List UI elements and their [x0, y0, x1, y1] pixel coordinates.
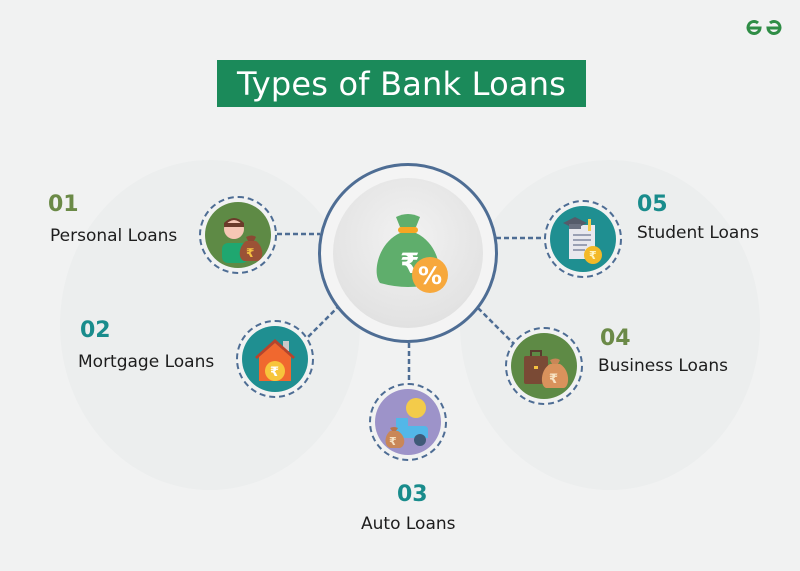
loan-label-business: Business Loans — [598, 356, 728, 376]
node-business-loans: ₹ — [505, 327, 583, 405]
car-money-bag-icon: ₹ — [385, 398, 428, 448]
central-hub: ₹ % — [318, 163, 498, 343]
node-auto-loans: ₹ — [369, 383, 447, 461]
svg-text:₹: ₹ — [549, 372, 558, 387]
geeksforgeeks-logo-icon — [746, 20, 782, 35]
money-bag-rupee-percent-icon: ₹ % — [376, 214, 448, 293]
node-mortgage-loans: ₹ — [236, 320, 314, 398]
person-money-bag-icon: ₹ — [222, 218, 263, 263]
briefcase-money-bag-icon: ₹ — [524, 350, 569, 388]
svg-text:₹: ₹ — [389, 435, 397, 448]
svg-text:%: % — [418, 262, 442, 290]
loan-label-mortgage: Mortgage Loans — [78, 352, 215, 372]
page-title: Types of Bank Loans — [217, 60, 586, 107]
page-title-text: Types of Bank Loans — [236, 64, 567, 103]
loan-label-auto: Auto Loans — [361, 514, 456, 534]
house-rupee-icon: ₹ — [255, 339, 295, 381]
document-graduation-cap-icon: ₹ — [563, 217, 602, 264]
loan-number-05: 05 — [637, 192, 668, 217]
svg-text:₹: ₹ — [246, 246, 254, 260]
loan-number-01: 01 — [48, 192, 79, 217]
node-personal-loans: ₹ — [199, 196, 277, 274]
loan-number-04: 04 — [600, 326, 631, 351]
loan-label-personal: Personal Loans — [50, 226, 178, 246]
svg-text:₹: ₹ — [270, 365, 279, 380]
loan-number-03: 03 — [397, 482, 428, 507]
svg-text:₹: ₹ — [589, 249, 597, 262]
loan-number-02: 02 — [80, 318, 111, 343]
loan-label-student: Student Loans — [637, 223, 759, 243]
node-student-loans: ₹ — [544, 200, 622, 278]
